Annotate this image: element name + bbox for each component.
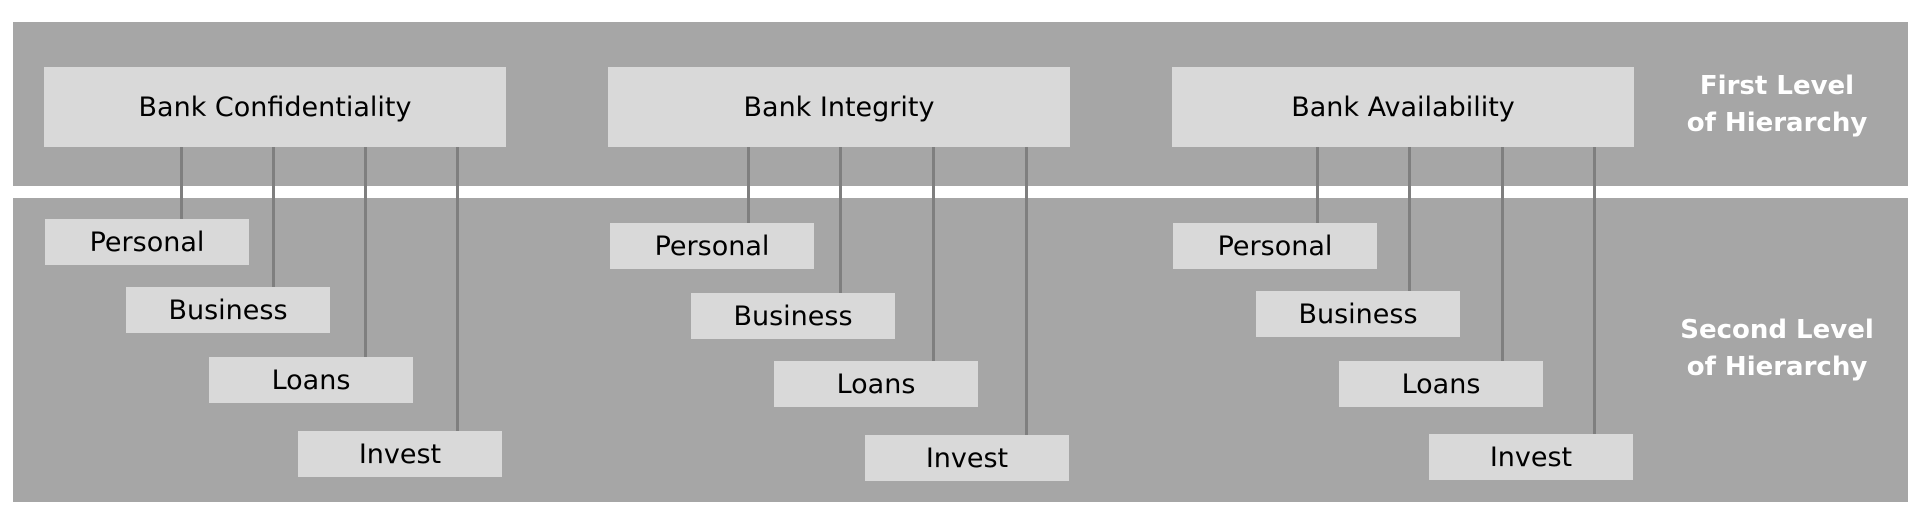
top-box-label: Bank Confidentiality: [138, 91, 412, 123]
child-box-loans: Loans: [209, 357, 413, 403]
connector-line: [272, 147, 275, 287]
top-box-integrity: Bank Integrity: [608, 67, 1070, 147]
connector-line: [747, 147, 750, 223]
level-label-line: First Level: [1699, 71, 1855, 101]
top-box-label: Bank Availability: [1291, 91, 1515, 123]
child-box-invest: Invest: [865, 435, 1069, 481]
child-label: Personal: [654, 230, 770, 262]
child-box-invest: Invest: [298, 431, 502, 477]
connector-line: [932, 147, 935, 361]
child-label: Invest: [1489, 441, 1573, 473]
second-level-label: Second Level of Hierarchy: [1672, 312, 1882, 386]
child-label: Business: [168, 294, 288, 326]
child-box-business: Business: [126, 287, 330, 333]
child-label: Loans: [836, 368, 916, 400]
top-box-label: Bank Integrity: [743, 91, 935, 123]
top-box-confidentiality: Bank Confidentiality: [44, 67, 506, 147]
child-label: Personal: [89, 226, 205, 258]
connector-line: [1501, 147, 1504, 361]
child-label: Business: [1298, 298, 1418, 330]
child-label: Loans: [271, 364, 351, 396]
child-box-personal: Personal: [610, 223, 814, 269]
connector-line: [364, 147, 367, 357]
first-level-label: First Level of Hierarchy: [1672, 68, 1882, 142]
connector-line: [180, 147, 183, 219]
child-label: Business: [733, 300, 853, 332]
level-label-line: Second Level: [1680, 315, 1874, 345]
child-label: Personal: [1217, 230, 1333, 262]
connector-line: [1316, 147, 1319, 223]
top-box-availability: Bank Availability: [1172, 67, 1634, 147]
connector-line: [839, 147, 842, 293]
connector-line: [1025, 147, 1028, 435]
connector-line: [1593, 147, 1596, 434]
child-box-loans: Loans: [774, 361, 978, 407]
connector-line: [1408, 147, 1411, 291]
child-box-loans: Loans: [1339, 361, 1543, 407]
child-box-invest: Invest: [1429, 434, 1633, 480]
child-box-personal: Personal: [45, 219, 249, 265]
level-label-line: of Hierarchy: [1686, 352, 1868, 382]
child-box-business: Business: [691, 293, 895, 339]
child-label: Invest: [358, 438, 442, 470]
child-box-business: Business: [1256, 291, 1460, 337]
child-box-personal: Personal: [1173, 223, 1377, 269]
connector-line: [456, 147, 459, 431]
level-label-line: of Hierarchy: [1686, 108, 1868, 138]
child-label: Loans: [1401, 368, 1481, 400]
child-label: Invest: [925, 442, 1009, 474]
